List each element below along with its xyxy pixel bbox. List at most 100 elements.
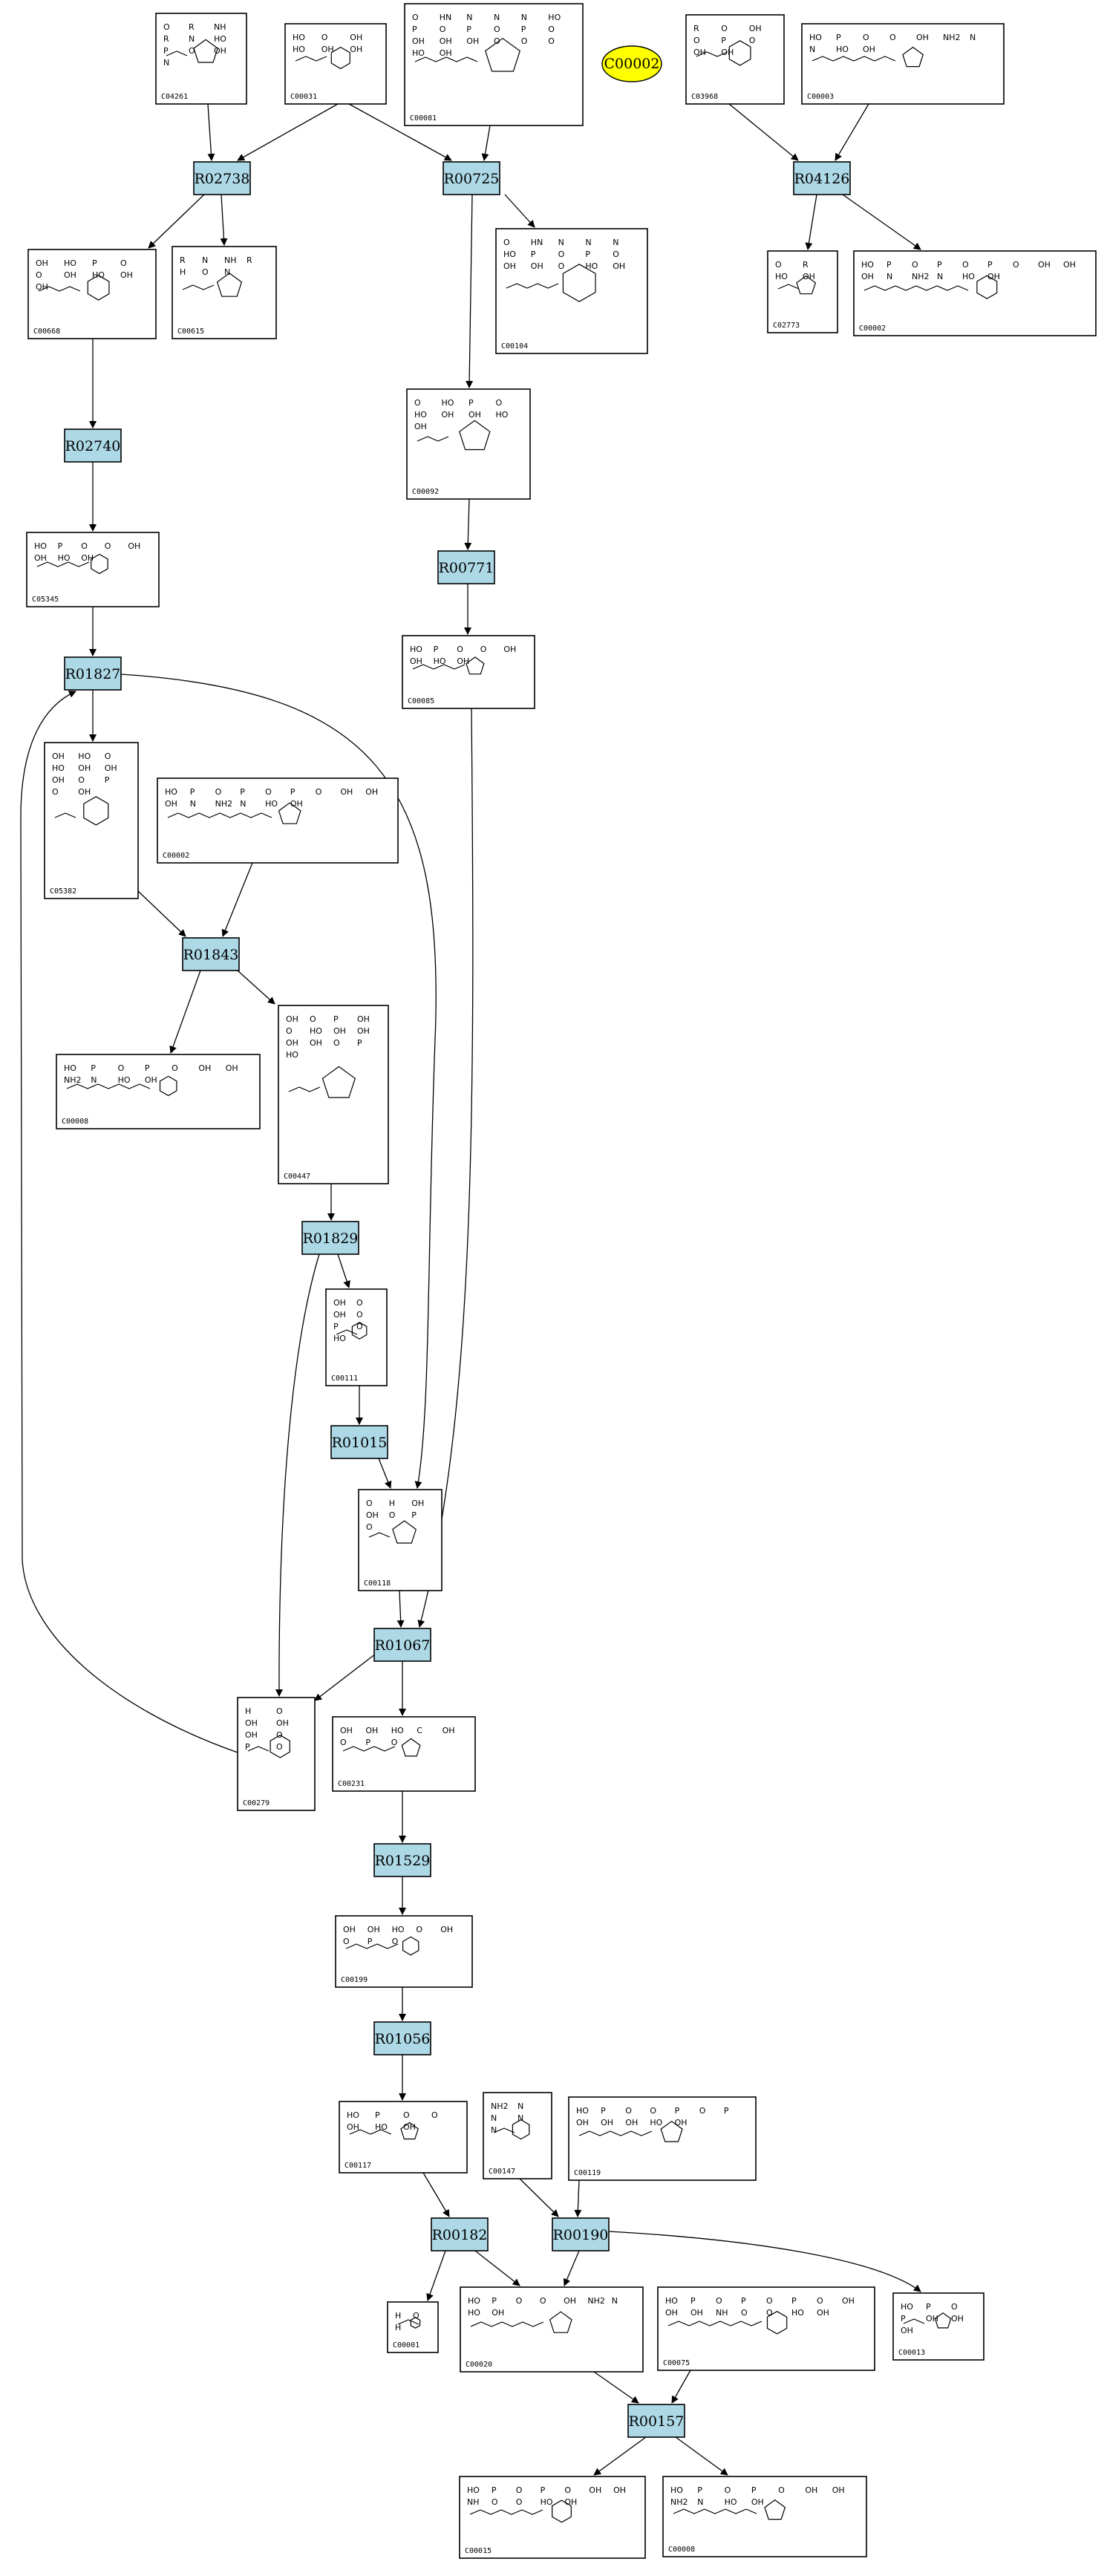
reaction-box[interactable]	[301, 1221, 359, 1255]
reaction-R00182[interactable]: R00182	[431, 2217, 489, 2251]
compound-box[interactable]	[157, 777, 399, 864]
compound-box[interactable]	[662, 2476, 867, 2557]
reaction-R02738[interactable]: R02738	[193, 161, 251, 195]
compound-id-label: C00147	[489, 2168, 515, 2176]
compound-box[interactable]	[460, 2286, 644, 2373]
compound-box[interactable]	[483, 2092, 552, 2179]
compound-box[interactable]	[278, 1005, 389, 1184]
compound-box[interactable]	[657, 2286, 875, 2371]
reaction-R00157[interactable]: R00157	[627, 2404, 685, 2438]
reaction-R01829[interactable]: R01829	[301, 1221, 359, 1255]
compound-box[interactable]	[406, 388, 531, 500]
reaction-box[interactable]	[552, 2217, 610, 2251]
reaction-box[interactable]	[64, 656, 122, 691]
compound-box[interactable]	[332, 1716, 476, 1792]
reaction-box[interactable]	[193, 161, 251, 195]
compound-box[interactable]	[801, 23, 1005, 105]
atom-label: HO	[118, 1075, 131, 1085]
compound-box[interactable]	[237, 1697, 316, 1811]
atom-label: HO	[64, 1063, 76, 1073]
reaction-box[interactable]	[64, 428, 122, 463]
compound-id-label: C00008	[668, 2546, 695, 2554]
compound-box[interactable]	[767, 250, 838, 333]
compound-box[interactable]	[404, 3, 584, 126]
compound-box[interactable]	[56, 1054, 261, 1129]
reaction-box[interactable]	[373, 1843, 431, 1877]
compound-box[interactable]	[155, 13, 247, 105]
reaction-R01843[interactable]: R01843	[182, 937, 240, 971]
reaction-box[interactable]	[443, 161, 500, 195]
atom-label: HO	[58, 553, 71, 563]
ring-bond	[764, 2499, 786, 2520]
reaction-box[interactable]	[330, 1425, 388, 1459]
atom-label: OH	[128, 541, 140, 551]
atom-label: NH	[214, 22, 226, 32]
compound-box[interactable]	[27, 249, 157, 339]
reaction-R00725[interactable]: R00725	[443, 161, 500, 195]
atom-label: OH	[442, 410, 454, 420]
reaction-box[interactable]	[431, 2217, 489, 2251]
reaction-R01529[interactable]: R01529	[373, 1843, 431, 1877]
highlight-ellipse[interactable]	[601, 45, 662, 82]
reaction-R01827[interactable]: R01827	[64, 656, 122, 691]
compound-box[interactable]	[44, 742, 139, 899]
reaction-box[interactable]	[793, 161, 851, 195]
reaction-box[interactable]	[373, 2021, 431, 2055]
reaction-R04126[interactable]: R04126	[793, 161, 851, 195]
reaction-box[interactable]	[437, 550, 495, 584]
compound-box[interactable]	[685, 14, 785, 105]
compound-box[interactable]	[495, 228, 648, 354]
reaction-R01056[interactable]: R01056	[373, 2021, 431, 2055]
reaction-box[interactable]	[627, 2404, 685, 2438]
compound-box[interactable]	[358, 1489, 443, 1591]
atom-label: O	[693, 36, 700, 45]
reaction-R01015[interactable]: R01015	[330, 1425, 388, 1459]
reaction-box[interactable]	[373, 1628, 431, 1662]
highlight-compound-C00002[interactable]: C00002	[601, 45, 662, 82]
reaction-R00190[interactable]: R00190	[552, 2217, 610, 2251]
compound-box[interactable]	[172, 246, 277, 339]
reaction-R02740[interactable]: R02740	[64, 428, 122, 463]
atom-label: HO	[791, 2308, 804, 2318]
compound-box[interactable]	[284, 23, 387, 105]
compound-box[interactable]	[387, 2301, 439, 2353]
reaction-R00771[interactable]: R00771	[437, 550, 495, 584]
reaction-box[interactable]	[182, 937, 240, 971]
compound-box[interactable]	[568, 2096, 757, 2181]
atom-label: O	[548, 36, 555, 46]
compound-box[interactable]	[853, 250, 1097, 336]
compound-box[interactable]	[892, 2292, 984, 2361]
reaction-R01067[interactable]: R01067	[373, 1628, 431, 1662]
